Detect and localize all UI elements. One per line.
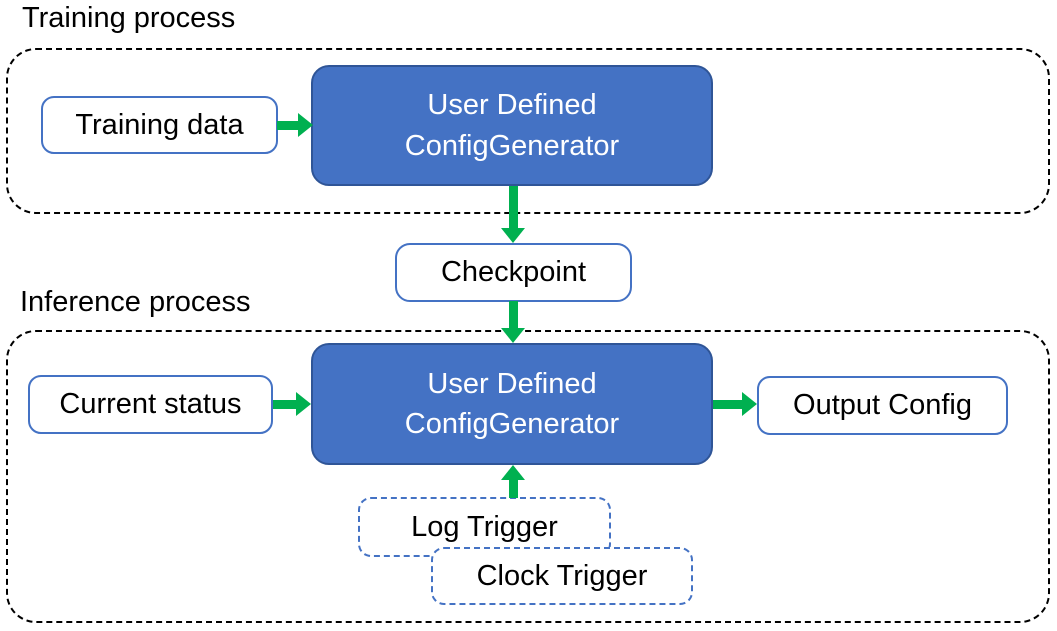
arrow-down-head-icon — [501, 328, 525, 343]
arrow-shaft — [277, 120, 298, 130]
arrow-checkpoint-to-inference-generator — [501, 301, 525, 343]
arrow-generator-to-checkpoint — [501, 186, 525, 243]
output-config-node: Output Config — [757, 376, 1008, 435]
arrow-up-head-icon — [501, 465, 525, 480]
training-config-generator-line2: ConfigGenerator — [404, 129, 620, 162]
arrow-shaft — [508, 186, 518, 228]
arrow-down-head-icon — [501, 228, 525, 243]
training-data-node: Training data — [41, 96, 278, 154]
inference-config-generator-line1: User Defined — [427, 367, 597, 400]
arrow-shaft — [508, 301, 518, 328]
arrow-triggers-to-generator — [501, 465, 525, 498]
arrow-shaft — [713, 399, 742, 409]
training-config-generator-line1: User Defined — [427, 89, 597, 122]
arrow-shaft — [273, 399, 296, 409]
training-process-label: Training process — [22, 2, 236, 34]
training-process-container — [6, 48, 1050, 214]
current-status-node: Current status — [28, 375, 273, 434]
arrow-current-status-to-generator — [273, 391, 311, 417]
inference-config-generator-line2: ConfigGenerator — [404, 408, 620, 440]
training-config-generator-node: User Defined ConfigGenerator — [311, 65, 713, 186]
arrow-right-head-icon — [296, 392, 311, 416]
arrow-right-head-icon — [742, 392, 757, 416]
clock-trigger-node: Clock Trigger — [431, 547, 693, 605]
arrow-training-data-to-generator — [277, 112, 313, 138]
arrow-generator-to-output-config — [713, 391, 757, 417]
inference-process-container — [6, 330, 1050, 623]
arrow-right-head-icon — [298, 113, 313, 137]
inference-process-label: Inference process — [20, 286, 251, 318]
arrow-shaft — [508, 480, 518, 498]
checkpoint-node: Checkpoint — [395, 243, 632, 302]
inference-config-generator-node: User Defined ConfigGenerator — [311, 343, 713, 465]
